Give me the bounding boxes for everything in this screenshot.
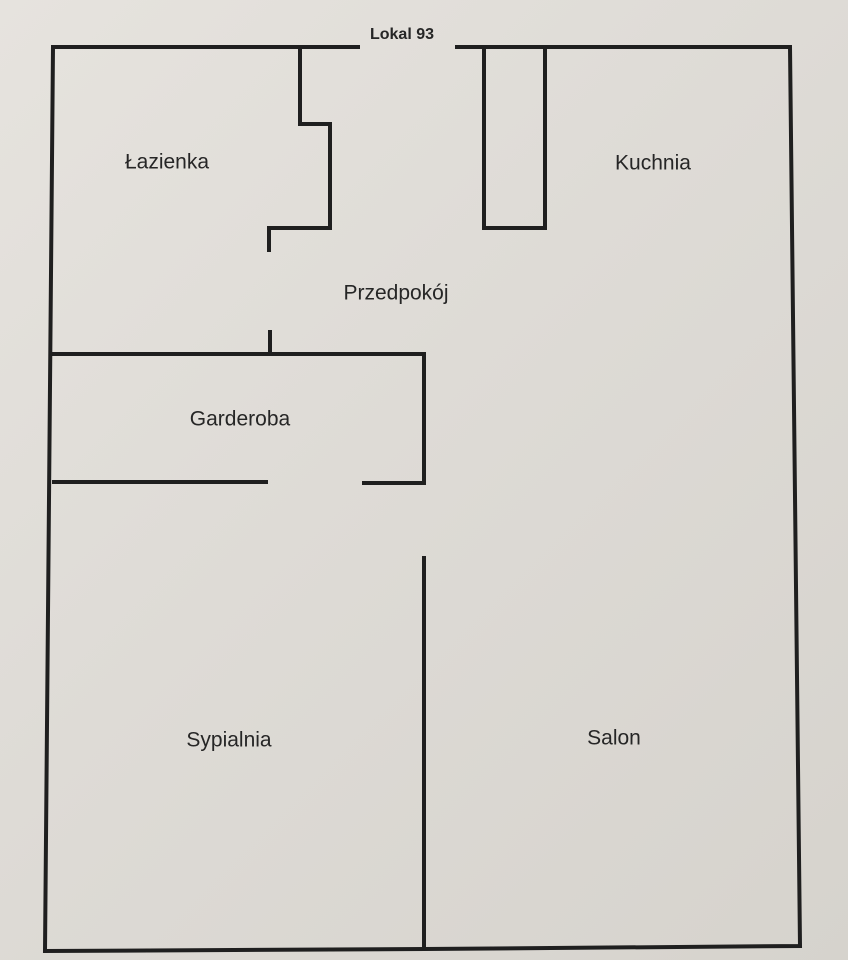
room-label-bedroom: Sypialnia — [186, 728, 272, 752]
wardrobe-wall-top — [52, 352, 426, 485]
room-label-bathroom: Łazienka — [124, 150, 210, 174]
room-label-hallway: Przedpokój — [343, 281, 449, 305]
outer-wall-top-right — [424, 45, 803, 951]
room-label-living-room: Salon — [587, 726, 641, 750]
plan-title: Lokal 93 — [369, 26, 435, 43]
room-label-wardrobe: Garderoba — [189, 407, 291, 431]
outer-wall-top-left — [42, 45, 426, 954]
kitchen-counter — [482, 47, 547, 230]
room-label-kitchen: Kuchnia — [615, 151, 691, 175]
bathroom-wall — [267, 47, 332, 252]
